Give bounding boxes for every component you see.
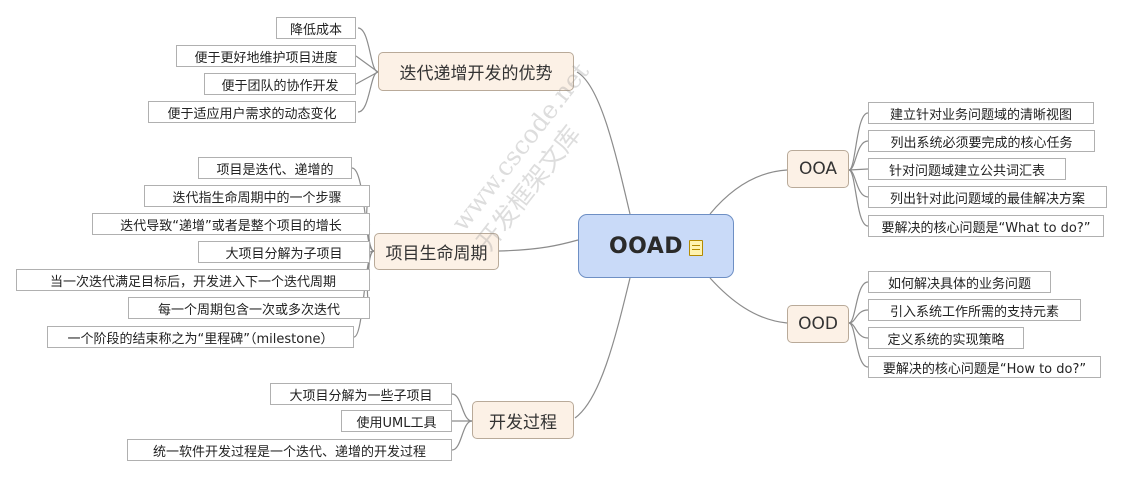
note-icon[interactable]: [689, 240, 704, 256]
leaf-item[interactable]: 统一软件开发过程是一个迭代、递增的开发过程: [127, 439, 452, 461]
leaf-item[interactable]: 便于适应用户需求的动态变化: [148, 101, 356, 123]
leaf-item[interactable]: 列出系统必须要完成的核心任务: [868, 130, 1095, 152]
leaf-item[interactable]: 要解决的核心问题是“What to do?”: [868, 215, 1104, 237]
central-topic[interactable]: OOAD: [578, 214, 734, 278]
central-topic-label: OOAD: [608, 233, 684, 259]
leaf-item[interactable]: 一个阶段的结束称之为“里程碑”（milestone）: [47, 326, 354, 348]
leaf-item[interactable]: 便于团队的协作开发: [204, 73, 356, 95]
leaf-item[interactable]: 建立针对业务问题域的清晰视图: [868, 102, 1094, 124]
branch-project-lifecycle[interactable]: 项目生命周期: [374, 233, 499, 270]
leaf-item[interactable]: 迭代导致“递增”或者是整个项目的增长: [92, 213, 370, 235]
leaf-item[interactable]: 大项目分解为子项目: [198, 241, 370, 263]
branch-iteration-advantages[interactable]: 迭代递增开发的优势: [378, 52, 574, 91]
leaf-item[interactable]: 项目是迭代、递增的: [198, 157, 352, 179]
branch-ood[interactable]: OOD: [787, 305, 849, 343]
leaf-item[interactable]: 如何解决具体的业务问题: [868, 271, 1051, 293]
leaf-item[interactable]: 大项目分解为一些子项目: [270, 383, 452, 405]
branch-dev-process[interactable]: 开发过程: [472, 401, 574, 439]
leaf-item[interactable]: 要解决的核心问题是“How to do?”: [868, 356, 1101, 378]
leaf-item[interactable]: 使用UML工具: [341, 410, 452, 432]
leaf-item[interactable]: 引入系统工作所需的支持元素: [868, 299, 1081, 321]
leaf-item[interactable]: 列出针对此问题域的最佳解决方案: [868, 186, 1107, 208]
leaf-item[interactable]: 降低成本: [276, 17, 356, 39]
leaf-item[interactable]: 定义系统的实现策略: [868, 327, 1024, 349]
leaf-item[interactable]: 当一次迭代满足目标后，开发进入下一个迭代周期: [16, 269, 370, 291]
leaf-item[interactable]: 便于更好地维护项目进度: [176, 45, 356, 67]
leaf-item[interactable]: 针对问题域建立公共词汇表: [868, 158, 1066, 180]
leaf-item[interactable]: 迭代指生命周期中的一个步骤: [144, 185, 370, 207]
leaf-item[interactable]: 每一个周期包含一次或多次迭代: [128, 297, 370, 319]
branch-ooa[interactable]: OOA: [787, 150, 849, 188]
